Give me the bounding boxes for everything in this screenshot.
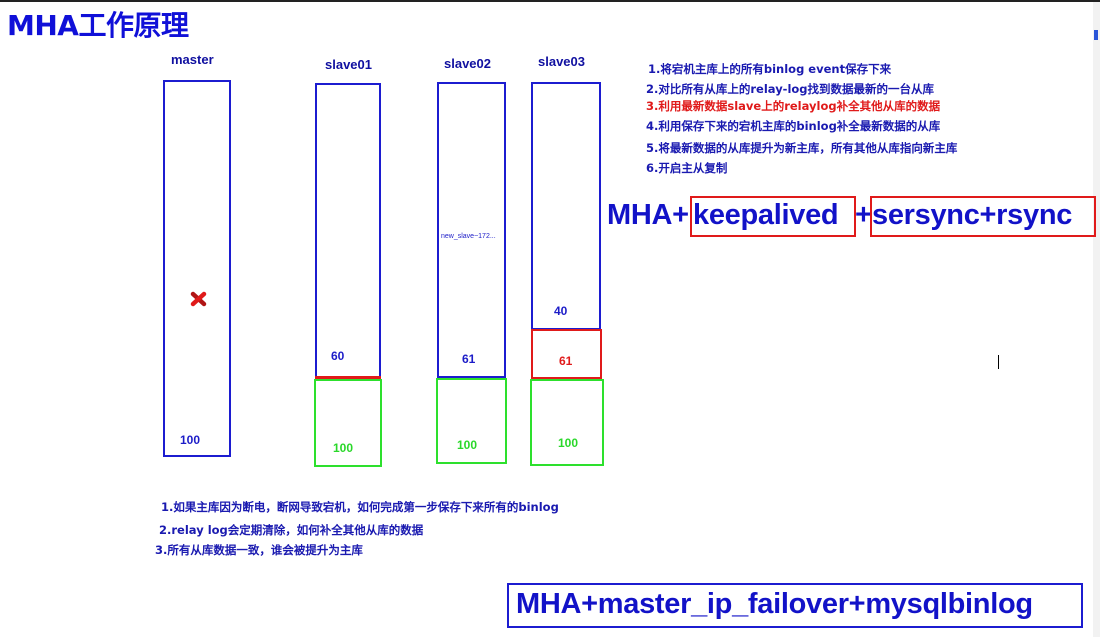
- red-x-icon: [190, 290, 208, 308]
- slave03-data-box: [530, 379, 604, 466]
- scrollbar-track[interactable]: [1093, 2, 1100, 637]
- slave02-label: slave02: [444, 56, 491, 71]
- page-title: MHA工作原理: [7, 9, 189, 42]
- keepalived-highlight: [690, 196, 856, 237]
- top-border: [0, 0, 1100, 2]
- scrollbar-marker[interactable]: [1094, 30, 1098, 40]
- question-3: 3.所有从库数据一致，谁会被提升为主库: [155, 543, 363, 557]
- slave03-top-value: 40: [554, 304, 568, 318]
- slave01-top-value: 60: [331, 349, 345, 363]
- step-6: 6.开启主从复制: [646, 161, 728, 175]
- slave01-red-line: [315, 376, 381, 379]
- master-label: master: [171, 52, 214, 67]
- solution1-sersync: sersync+rsync: [872, 199, 1073, 231]
- solution1-keepalived: keepalived: [693, 199, 839, 231]
- slave01-bottom-value: 100: [333, 441, 354, 455]
- slave01-label: slave01: [325, 57, 372, 72]
- sersync-highlight: [870, 196, 1096, 237]
- text-cursor: [998, 355, 999, 369]
- slave03-bottom-value: 100: [558, 436, 579, 450]
- slave02-data-box: [436, 378, 507, 464]
- step-2: 2.对比所有从库上的relay-log找到数据最新的一台从库: [646, 82, 935, 96]
- question-1: 1.如果主库因为断电，断网导致宕机，如何完成第一步保存下来所有的binlog: [161, 500, 559, 514]
- slave03-relaylog-diff-box: [531, 329, 602, 379]
- step-4: 4.利用保存下来的宕机主库的binlog补全最新数据的从库: [646, 119, 941, 133]
- slave02-top-value: 61: [462, 352, 476, 366]
- slave02-relay-box: [437, 82, 506, 378]
- solution2-frame: [507, 583, 1083, 628]
- master-value: 100: [180, 433, 201, 447]
- solution1-prefix: MHA+: [607, 199, 689, 231]
- master-box: [163, 80, 231, 457]
- slave03-label: slave03: [538, 54, 585, 69]
- step-3: 3.利用最新数据slave上的relaylog补全其他从库的数据: [646, 99, 941, 113]
- solution2-text: MHA+master_ip_failover+mysqlbinlog: [516, 588, 1033, 620]
- step-1: 1.将宕机主库上的所有binlog event保存下来: [648, 62, 892, 76]
- slave01-relay-box: [315, 83, 381, 379]
- step-5: 5.将最新数据的从库提升为新主库，所有其他从库指向新主库: [646, 141, 958, 155]
- slave03-mid-value: 61: [559, 354, 573, 368]
- slave03-relay-box: [531, 82, 601, 330]
- slave02-note: new_slave~172...: [441, 233, 496, 240]
- solution1-plus: +: [855, 199, 872, 231]
- question-2: 2.relay log会定期清除，如何补全其他从库的数据: [159, 523, 424, 537]
- slave01-data-box: [314, 379, 382, 467]
- slave02-bottom-value: 100: [457, 438, 478, 452]
